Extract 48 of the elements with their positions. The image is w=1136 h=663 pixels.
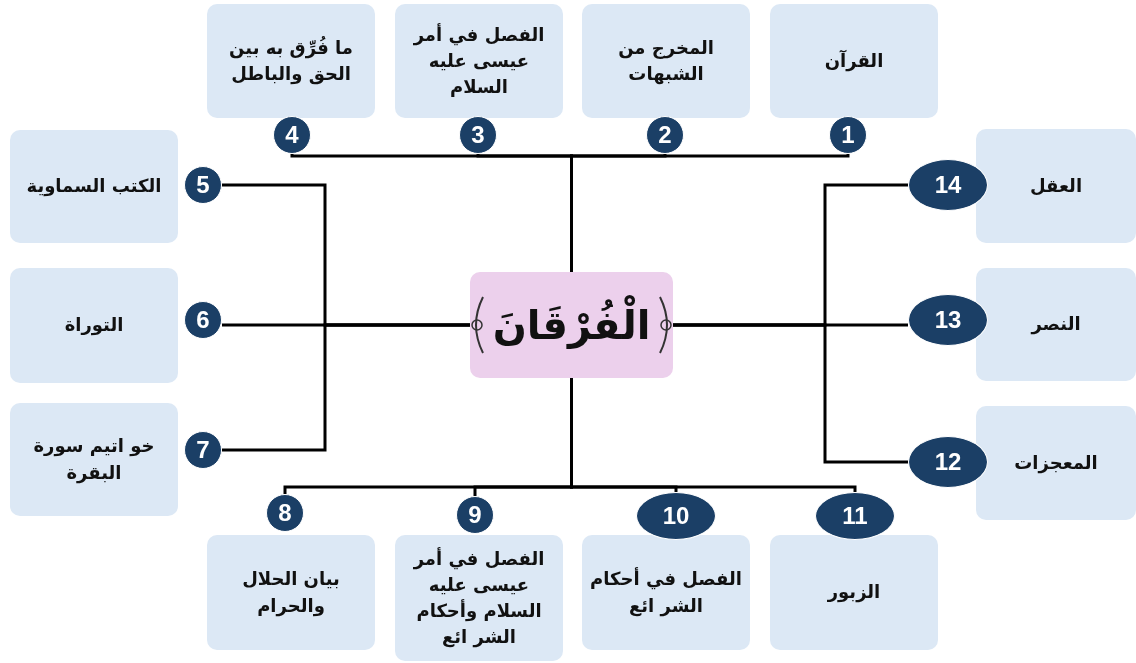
box-text: الفصل في أمر عيسى عليه السلام وأحكام الشر ائع — [412, 546, 546, 650]
number-badge: 6 — [184, 301, 222, 339]
topic-box — [582, 4, 750, 118]
topic-box — [10, 130, 178, 243]
box-text: المخرج من الشبهات — [617, 35, 715, 87]
topic-box — [395, 4, 563, 118]
box-text: بيان الحلال والحرام — [241, 567, 341, 619]
number-badge: 1 — [829, 116, 867, 154]
number-badge: 2 — [646, 116, 684, 154]
number-badge: 4 — [273, 116, 311, 154]
topic-box — [395, 535, 563, 661]
box-text: الكتب السماوية — [26, 174, 162, 199]
box-text: العقل — [1029, 173, 1083, 198]
topic-box — [207, 535, 375, 650]
box-text: الْفُرْقَانَ — [492, 297, 651, 353]
box-text: النصر — [1031, 312, 1081, 337]
number-badge: 3 — [459, 116, 497, 154]
central-box — [470, 272, 673, 378]
box-text: التوراة — [64, 313, 124, 338]
topic-box — [976, 406, 1136, 520]
number-badge: 13 — [908, 294, 988, 346]
topic-box — [10, 403, 178, 516]
number-badge: 10 — [636, 492, 716, 540]
box-text: المعجزات — [1014, 450, 1098, 476]
topic-box — [10, 268, 178, 383]
topic-box — [770, 4, 938, 118]
number-badge: 7 — [184, 431, 222, 469]
number-badge: 8 — [266, 494, 304, 532]
box-text: الفصل في أحكام الشر ائع — [589, 566, 743, 619]
topic-box — [582, 535, 750, 650]
connector-line — [290, 152, 573, 272]
number-badge: 14 — [908, 159, 988, 211]
topic-box — [770, 535, 938, 650]
number-badge: 11 — [815, 492, 895, 540]
connector-line — [673, 183, 908, 327]
connector-line — [570, 378, 857, 492]
box-text: الزبور — [827, 580, 881, 605]
box-text: الفصل في أمر عيسى عليه السلام — [412, 22, 546, 100]
topic-box — [976, 129, 1136, 243]
box-text: خو اتيم سورة البقرة — [32, 434, 156, 486]
topic-box — [976, 268, 1136, 381]
number-badge: 5 — [184, 166, 222, 204]
box-text: ما فُرِّق به بين الحق والباطل — [228, 35, 354, 87]
box-text: القرآن — [824, 48, 884, 74]
topic-box — [207, 4, 375, 118]
number-badge: 12 — [908, 436, 988, 488]
connector-line — [222, 323, 470, 452]
number-badge: 9 — [456, 496, 494, 534]
